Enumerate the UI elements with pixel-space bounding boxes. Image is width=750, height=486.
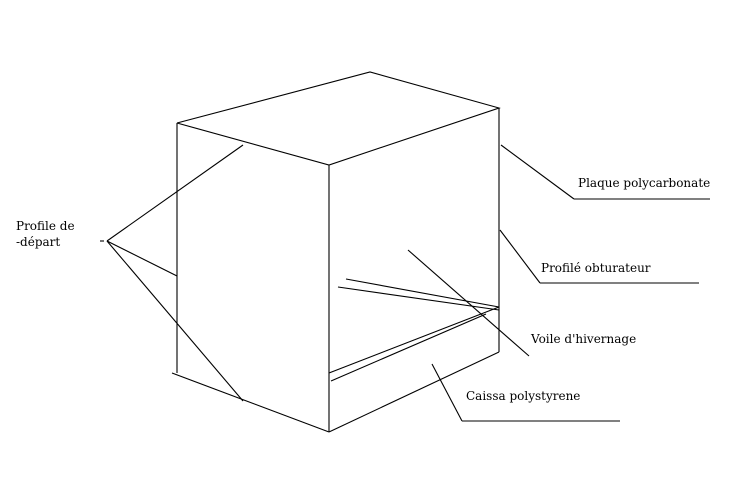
tray-top-edge-1 [345,278,500,308]
inner-tray [328,278,500,382]
tray-front-edge-1 [328,306,500,374]
tray-top-edge-2 [337,286,500,311]
box-bottom-front-edge [328,351,500,433]
label-plaque-polycarbonate: Plaque polycarbonate [578,176,711,190]
leader-depart-1 [106,144,244,242]
label-voile-hivernage: Voile d'hivernage [531,332,637,346]
leader-depart-2 [106,240,178,277]
box-outline [171,71,501,433]
label-profile-depart-1: Profile de [16,219,75,233]
box-bottom-left-edge [171,372,330,433]
leader-depart-3 [106,240,244,402]
leader-lines [100,144,710,422]
label-profile-obturateur: Profilé obturateur [541,261,651,275]
tray-front-edge-2 [330,313,487,382]
label-profile-depart-2: -départ [16,235,61,249]
leader-obturateur-diag [499,229,541,284]
leader-caissa-diag [431,363,463,422]
box-top-face [176,71,501,166]
leader-plaque-diag [500,144,575,200]
leader-voile [407,249,530,357]
label-caissa-polystyrene: Caissa polystyrene [466,389,581,403]
